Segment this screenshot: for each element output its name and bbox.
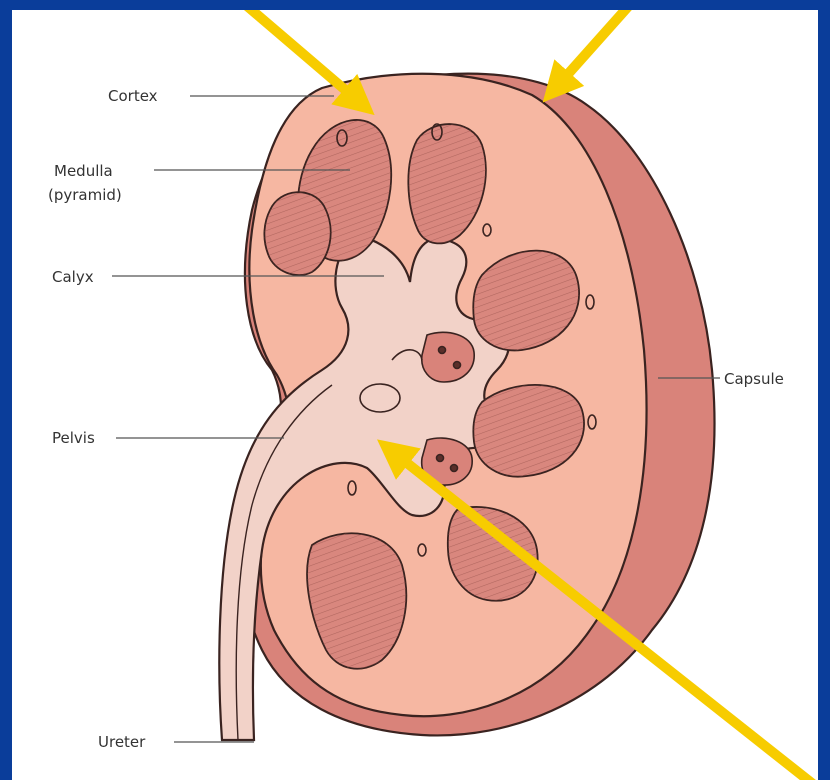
label-cortex: Cortex [108, 87, 158, 105]
label-capsule: Capsule [724, 370, 784, 388]
arrow-to-cortex [240, 10, 364, 106]
label-calyx: Calyx [52, 268, 94, 286]
label-medulla: Medulla [54, 162, 113, 180]
kidney-figure: Cortex Medulla (pyramid) Calyx Pelvis Ur… [12, 10, 818, 780]
kidney-diagram: Cortex Medulla (pyramid) Calyx Pelvis Ur… [12, 10, 818, 780]
arrow-to-capsule [552, 10, 634, 92]
label-pelvis: Pelvis [52, 429, 95, 447]
label-medulla-pyramid: (pyramid) [48, 186, 122, 204]
label-ureter: Ureter [98, 733, 146, 751]
